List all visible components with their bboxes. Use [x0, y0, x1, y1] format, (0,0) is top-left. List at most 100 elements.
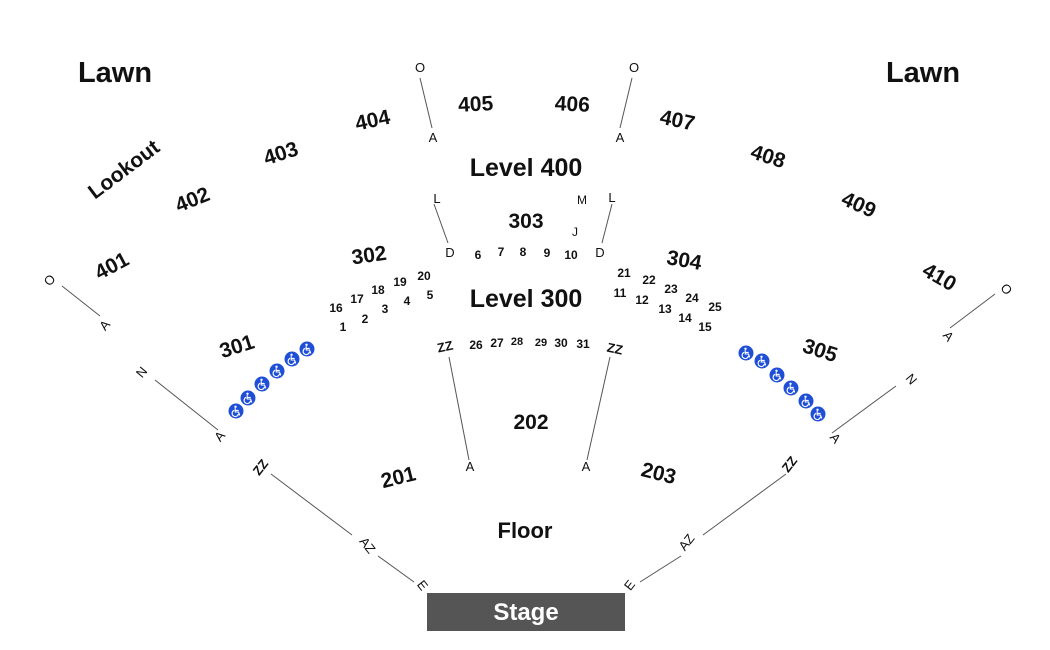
- wheelchair-icon: [738, 345, 754, 361]
- row-l: L: [608, 190, 615, 205]
- section-404[interactable]: 404: [353, 106, 392, 136]
- section-302[interactable]: 302: [350, 242, 388, 270]
- seat-number[interactable]: 10: [564, 248, 578, 262]
- seat-number[interactable]: 6: [475, 248, 482, 262]
- lawn-right-label: Lawn: [886, 57, 960, 89]
- wheelchair-icon: [254, 376, 270, 392]
- section-410[interactable]: 410: [918, 259, 960, 296]
- section-409[interactable]: 409: [838, 187, 879, 222]
- wheelchair-icon: [284, 351, 300, 367]
- section-408[interactable]: 408: [748, 140, 789, 173]
- seat-number[interactable]: 25: [708, 300, 722, 314]
- row-j: J: [572, 225, 578, 239]
- seat-number[interactable]: 17: [350, 292, 364, 306]
- stage-block: [427, 593, 625, 631]
- seat-number[interactable]: 28: [511, 336, 523, 348]
- seat-number[interactable]: 22: [642, 273, 656, 287]
- aisle-line: [949, 293, 996, 329]
- wheelchair-icon: [798, 393, 814, 409]
- seat-number[interactable]: 18: [371, 283, 385, 297]
- seat-number[interactable]: 26: [469, 338, 483, 352]
- seat-number[interactable]: 4: [404, 294, 411, 308]
- row-a: A: [582, 459, 591, 474]
- stage: Stage: [427, 593, 625, 631]
- section-401[interactable]: 401: [91, 248, 133, 285]
- seat-number[interactable]: 12: [635, 293, 649, 307]
- lookout-label: Lookout: [84, 136, 164, 204]
- seat-number[interactable]: 9: [544, 246, 551, 260]
- seat-number[interactable]: 2: [362, 312, 369, 326]
- row-d: D: [445, 245, 454, 260]
- section-402[interactable]: 402: [172, 183, 213, 217]
- wheelchair-icon: [783, 380, 799, 396]
- aisle-line: [433, 203, 449, 244]
- row-zz: ZZ: [250, 456, 272, 478]
- seat-number[interactable]: 29: [535, 337, 547, 349]
- row-zz: ZZ: [606, 340, 625, 358]
- section-304[interactable]: 304: [665, 246, 704, 275]
- row-a: A: [211, 428, 228, 445]
- wheelchair-icon: [810, 406, 826, 422]
- row-n: N: [903, 371, 921, 388]
- seat-number[interactable]: 23: [664, 282, 678, 296]
- row-d: D: [595, 245, 604, 260]
- seat-number[interactable]: 21: [617, 266, 631, 280]
- lawn-left-label: Lawn: [78, 57, 152, 89]
- section-403[interactable]: 403: [261, 137, 301, 170]
- row-a: A: [429, 130, 438, 145]
- wheelchair-icon: [240, 390, 256, 406]
- section-407[interactable]: 407: [658, 106, 697, 136]
- seat-number[interactable]: 3: [382, 302, 389, 316]
- seat-number[interactable]: 8: [520, 245, 527, 259]
- section-201[interactable]: 201: [379, 462, 419, 493]
- aisle-line: [448, 356, 470, 461]
- aisle-line: [702, 473, 787, 536]
- section-406[interactable]: 406: [554, 92, 590, 117]
- seat-number[interactable]: 11: [614, 286, 627, 300]
- seat-number[interactable]: 7: [498, 245, 505, 259]
- seat-number[interactable]: 16: [329, 301, 343, 315]
- section-405[interactable]: 405: [458, 92, 495, 117]
- section-202[interactable]: 202: [513, 411, 548, 434]
- wheelchair-icon: [228, 403, 244, 419]
- row-l: L: [433, 191, 440, 206]
- section-305[interactable]: 305: [800, 334, 841, 367]
- level-300-label: Level 300: [470, 285, 583, 313]
- row-m: M: [577, 193, 587, 207]
- seat-number[interactable]: 13: [658, 302, 672, 316]
- seat-number[interactable]: 31: [576, 337, 590, 351]
- section-203[interactable]: 203: [639, 458, 679, 489]
- wheelchair-icon: [754, 353, 770, 369]
- row-a: A: [466, 459, 475, 474]
- seat-number[interactable]: 15: [698, 320, 712, 334]
- row-zz: ZZ: [436, 338, 455, 356]
- seat-number[interactable]: 19: [393, 275, 407, 289]
- row-o: O: [415, 60, 425, 75]
- row-o: O: [997, 280, 1015, 297]
- row-zz: ZZ: [779, 453, 801, 475]
- seat-number[interactable]: 5: [427, 288, 434, 302]
- accessible-seating-left: [228, 341, 315, 419]
- seat-number[interactable]: 24: [685, 291, 699, 305]
- row-e: E: [414, 577, 431, 593]
- level-400-label: Level 400: [470, 154, 583, 182]
- stage-label: Stage: [493, 599, 558, 626]
- seat-number[interactable]: 27: [490, 336, 504, 350]
- accessible-seating-right: [738, 345, 826, 422]
- seat-number[interactable]: 30: [554, 336, 568, 350]
- aisle-line: [586, 356, 611, 461]
- row-az: AZ: [675, 531, 697, 553]
- aisle-line: [601, 203, 613, 244]
- aisle-line: [831, 385, 897, 434]
- seat-number[interactable]: 14: [678, 311, 692, 325]
- seat-number[interactable]: 1: [340, 320, 347, 334]
- wheelchair-icon: [299, 341, 315, 357]
- section-303[interactable]: 303: [508, 210, 543, 233]
- row-n: N: [133, 364, 151, 381]
- aisle-lines: [61, 77, 996, 583]
- seat-number[interactable]: 20: [417, 269, 431, 283]
- row-a: A: [96, 317, 113, 334]
- section-301[interactable]: 301: [217, 330, 258, 363]
- aisle-line: [619, 77, 633, 129]
